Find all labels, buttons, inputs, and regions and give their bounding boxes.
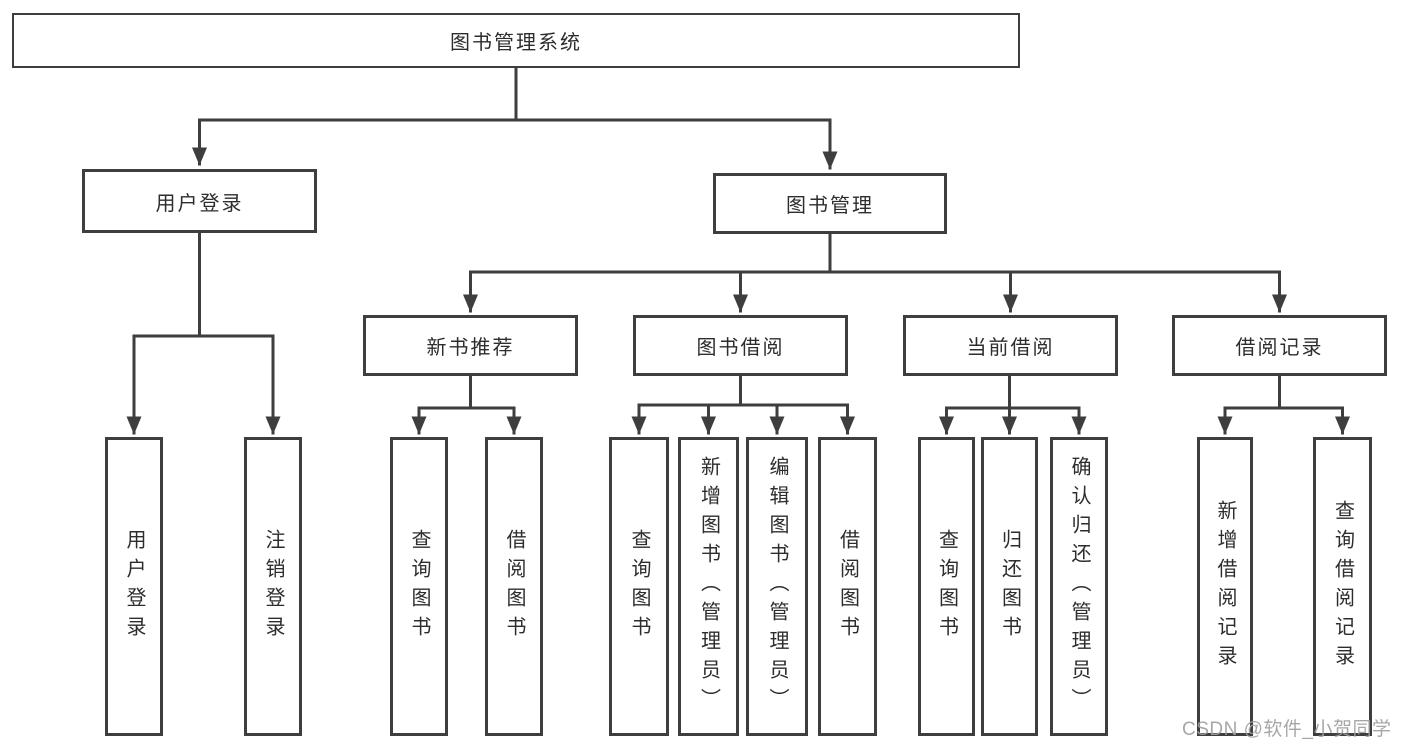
leaf-query-books-recommend: 查询图书 bbox=[390, 437, 448, 736]
leaf-add-books-admin: 新增图书（管理员） bbox=[678, 437, 739, 736]
leaf-edit-books-admin: 编辑图书（管理员） bbox=[746, 437, 808, 736]
leaf-query-books-borrowing: 查询图书 bbox=[609, 437, 669, 736]
connector-root-to-branches bbox=[192, 66, 838, 170]
leaf-query-borrow-record: 查询借阅记录 bbox=[1313, 437, 1372, 736]
leaf-borrow-books-recommend: 借阅图书 bbox=[485, 437, 543, 736]
leaf-query-books-current: 查询图书 bbox=[918, 437, 975, 736]
connector-current-borrowing-to-children bbox=[939, 374, 1087, 435]
node-book-borrowing: 图书借阅 bbox=[633, 315, 848, 376]
node-book-management-branch: 图书管理 bbox=[713, 173, 947, 234]
leaf-confirm-return-admin: 确认归还（管理员） bbox=[1050, 437, 1108, 736]
node-current-borrowing: 当前借阅 bbox=[903, 315, 1118, 376]
leaf-user-login: 用户登录 bbox=[105, 437, 163, 736]
leaf-return-books: 归还图书 bbox=[981, 437, 1038, 736]
leaf-logout: 注销登录 bbox=[244, 437, 302, 736]
connector-new-book-recommend-to-children bbox=[411, 374, 522, 435]
connector-user-login-to-children bbox=[126, 231, 281, 435]
node-library-management-system: 图书管理系统 bbox=[12, 13, 1020, 68]
csdn-watermark: CSDN @软件_小贺同学 bbox=[1182, 719, 1392, 740]
node-new-book-recommendation: 新书推荐 bbox=[363, 315, 578, 376]
connector-book-borrowing-to-children bbox=[631, 374, 855, 435]
connector-borrowing-records-to-children bbox=[1217, 374, 1350, 435]
leaf-add-borrow-record: 新增借阅记录 bbox=[1197, 437, 1253, 736]
leaf-borrow-books: 借阅图书 bbox=[818, 437, 877, 736]
connector-book-management-to-modules bbox=[463, 232, 1287, 313]
node-borrowing-records: 借阅记录 bbox=[1172, 315, 1387, 376]
node-user-login-branch: 用户登录 bbox=[82, 169, 317, 233]
